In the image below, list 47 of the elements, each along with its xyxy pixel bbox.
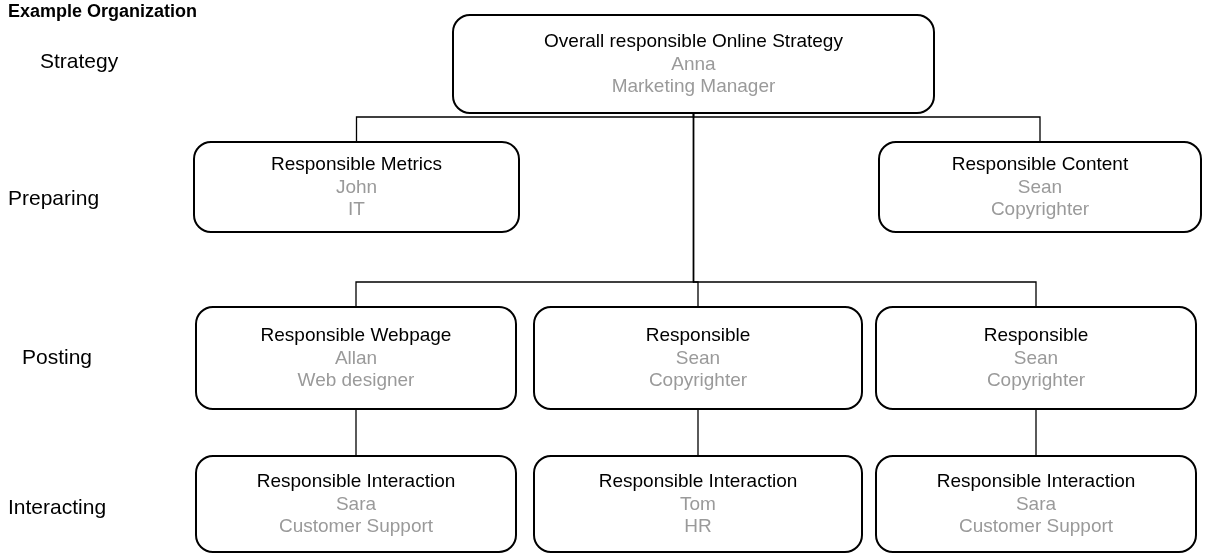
person-name: Tom — [680, 492, 716, 516]
role-box — [195, 306, 517, 410]
role-box — [878, 141, 1202, 233]
role-box — [875, 306, 1197, 410]
role-box — [533, 455, 863, 553]
role-box — [452, 14, 935, 114]
person-name: Sara — [335, 492, 377, 516]
role-title: Responsible Metrics — [270, 152, 443, 176]
connector-line — [355, 113, 695, 142]
person-name: Allan — [334, 346, 378, 370]
person-name: Sean — [1017, 175, 1063, 199]
role-title: Responsible Webpage — [260, 323, 452, 347]
connector-line — [692, 113, 1037, 307]
job-title: Customer Support — [958, 515, 1114, 539]
row-label: Strategy — [40, 50, 119, 71]
diagram-title: Example Organization — [8, 0, 198, 23]
role-title: Responsible Interaction — [256, 469, 456, 493]
connector-line — [697, 409, 699, 456]
job-title: Copyrighter — [986, 369, 1086, 393]
person-name: Anna — [671, 52, 716, 76]
role-box — [193, 141, 520, 233]
person-name: Sean — [1013, 346, 1059, 370]
row-label: Preparing — [8, 187, 100, 208]
role-box — [533, 306, 863, 410]
connector-line — [355, 409, 357, 456]
role-title: Responsible Interaction — [598, 469, 798, 493]
row-label: Interacting — [8, 496, 107, 517]
role-title: Responsible Interaction — [936, 469, 1136, 493]
job-title: Customer Support — [278, 515, 434, 539]
connector-line — [692, 113, 1041, 142]
role-box — [195, 455, 517, 553]
role-title: Responsible — [983, 323, 1089, 347]
connector-line — [1035, 409, 1037, 456]
person-name: John — [335, 175, 378, 199]
role-title: Responsible Content — [951, 152, 1129, 176]
role-title: Responsible — [645, 323, 751, 347]
role-box — [875, 455, 1197, 553]
person-name: Sean — [675, 346, 721, 370]
job-title: HR — [684, 515, 712, 539]
role-title: Overall responsible Online Strategy — [544, 29, 843, 53]
row-label: Posting — [22, 346, 93, 367]
job-title: Copyrighter — [648, 369, 748, 393]
job-title: Copyrighter — [990, 198, 1090, 222]
job-title: Marketing Manager — [611, 75, 776, 99]
person-name: Sara — [1015, 492, 1057, 516]
job-title: Web designer — [297, 369, 415, 393]
job-title: IT — [348, 198, 365, 222]
